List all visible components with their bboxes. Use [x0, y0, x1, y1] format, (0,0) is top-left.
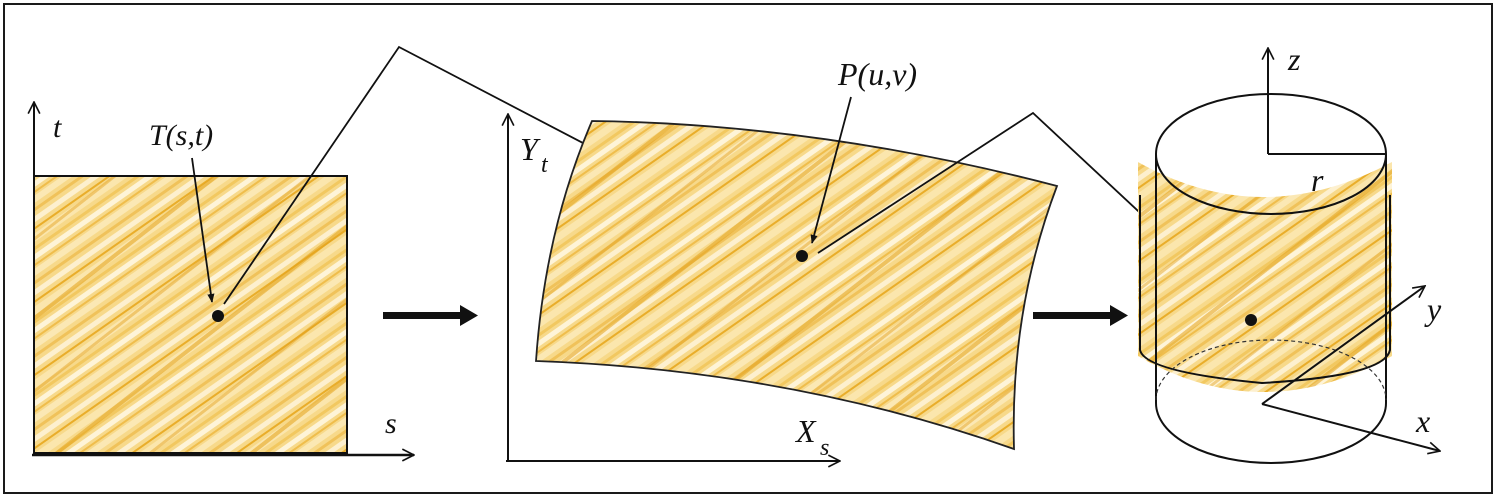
radius-label: r [1311, 162, 1324, 198]
object-space-panel: z r y x [1138, 41, 1442, 464]
surface-space-panel: Y t X s P(u,v) [506, 56, 1059, 461]
texture-space-panel: t s T(s,t) [32, 102, 414, 455]
y-axis [1261, 286, 1425, 405]
point-label-t: T(s,t) [149, 119, 213, 152]
cylinder-bottom-back [1155, 339, 1387, 401]
y-t-axis-label: Y [520, 131, 541, 167]
surface-point-pointer-arrow [810, 96, 852, 244]
y-axis-label: y [1424, 291, 1442, 327]
x-s-axis-subscript: s [820, 435, 829, 461]
point-label-p: P(u,v) [837, 56, 917, 92]
cylinder-bottom-front [1155, 402, 1387, 464]
cylinder-point [1245, 314, 1257, 326]
x-axis [1261, 403, 1440, 451]
transform-arrow-1 [383, 305, 478, 326]
texture-point [212, 310, 224, 322]
s-axis-label: s [385, 407, 397, 440]
transform-arrow-2 [1033, 305, 1128, 326]
x-s-axis-label: X [794, 413, 817, 449]
point-pointer-arrow [191, 157, 215, 303]
z-axis-label: z [1287, 41, 1301, 77]
x-axis-label: x [1415, 403, 1430, 439]
t-axis-label: t [53, 111, 62, 144]
y-t-axis-subscript: t [541, 152, 549, 178]
surface-point [796, 250, 808, 262]
